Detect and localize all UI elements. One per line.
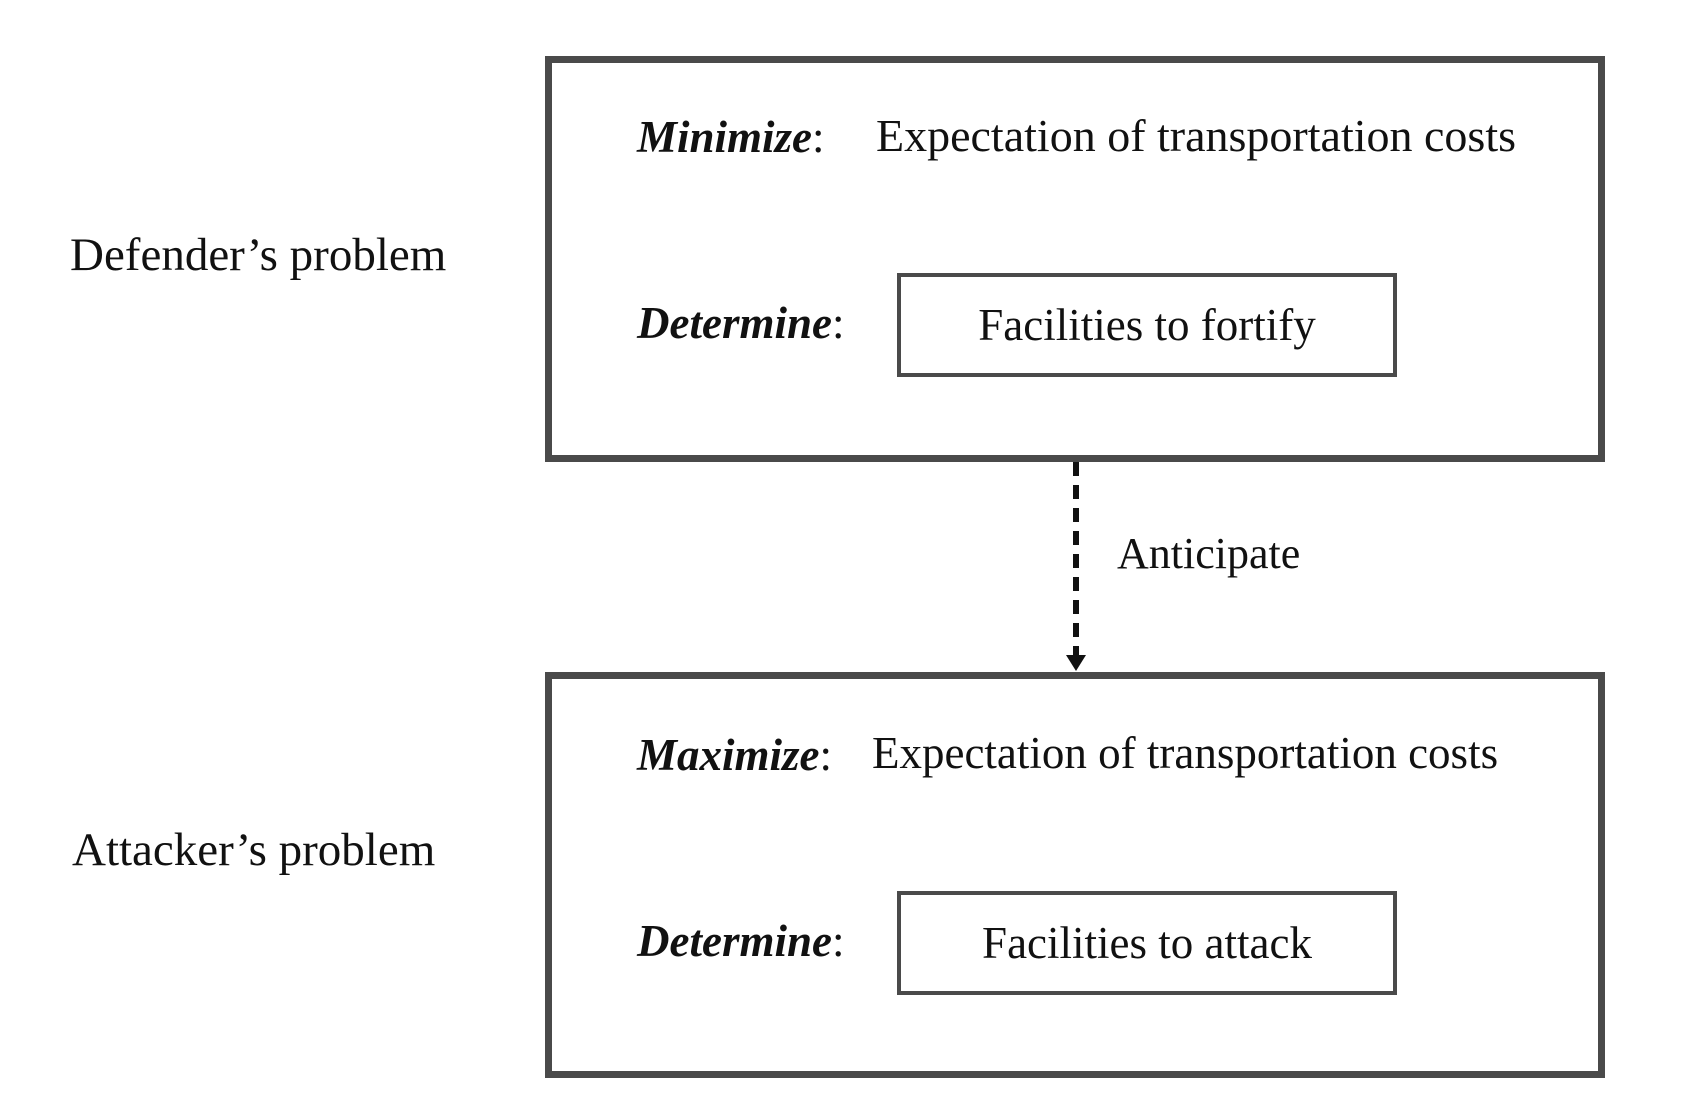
determine-colon: : [831, 916, 845, 966]
defender-problem-box: Minimize: Expectation of transportation … [545, 56, 1605, 462]
attacker-problem-box: Maximize: Expectation of transportation … [545, 672, 1605, 1078]
fortify-decision-box: Facilities to fortify [897, 273, 1397, 377]
attack-decision-box: Facilities to attack [897, 891, 1397, 995]
maximize-colon: : [819, 730, 833, 780]
minimize-keyword: Minimize [637, 112, 813, 162]
attacker-problem-label: Attacker’s problem [72, 824, 436, 876]
attack-decision-text: Facilities to attack [982, 918, 1312, 968]
attacker-objective-text: Expectation of transportation costs [872, 728, 1499, 778]
attacker-objective-row: Maximize: [637, 729, 832, 781]
determine-keyword: Determine [637, 298, 832, 348]
defender-objective-row: Minimize: [637, 111, 825, 163]
anticipate-label: Anticipate [1117, 529, 1301, 578]
determine-colon: : [831, 298, 845, 348]
maximize-keyword: Maximize [637, 730, 820, 780]
determine-keyword: Determine [637, 916, 832, 966]
attacker-determine-row: Determine: [637, 915, 844, 967]
defender-problem-label: Defender’s problem [70, 229, 447, 281]
defender-determine-row: Determine: [637, 297, 844, 349]
minimize-colon: : [812, 112, 825, 162]
defender-objective-text: Expectation of transportation costs [876, 110, 1517, 161]
fortify-decision-text: Facilities to fortify [978, 300, 1316, 350]
anticipate-arrowhead [1066, 655, 1086, 671]
